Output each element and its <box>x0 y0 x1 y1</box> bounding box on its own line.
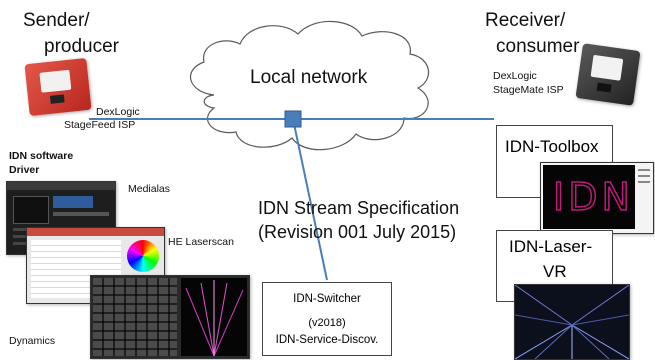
spec-title-line1: IDN Stream Specification <box>258 198 460 218</box>
sender-subtitle: producer <box>44 36 119 57</box>
idn-switcher-box: IDN-Switcher (v2018) IDN-Service-Discov. <box>262 282 392 356</box>
he-laserscan-label: HE Laserscan <box>168 236 234 248</box>
network-cloud <box>189 20 429 151</box>
dynamics-label: Dynamics <box>9 335 56 347</box>
stagefeed-label-line2: StageFeed ISP <box>64 119 136 131</box>
stagefeed-device-image <box>24 57 92 117</box>
sender-title: Sender/ <box>23 10 90 31</box>
switcher-line2: (v2018) <box>308 317 346 329</box>
receiver-title: Receiver/ <box>485 10 566 31</box>
laservr-line1: IDN-Laser- <box>509 237 593 256</box>
toolbox-label: IDN-Toolbox <box>505 137 599 156</box>
software-heading-line2: Driver <box>9 164 40 176</box>
stagemate-label-line1: DexLogic <box>493 70 537 82</box>
medialas-label: Medialas <box>128 183 171 195</box>
switcher-line1: IDN-Switcher <box>293 293 361 305</box>
idn-laser-vr-screenshot <box>514 284 630 360</box>
dynamics-screenshot <box>90 275 250 359</box>
network-node <box>284 110 302 128</box>
idn-toolbox-screenshot: IDN <box>540 162 654 234</box>
laservr-line2: VR <box>543 262 567 281</box>
spec-title-line2: (Revision 001 July 2015) <box>258 222 457 242</box>
stagemate-device-image <box>575 43 641 106</box>
laser-vr-beams <box>515 285 629 359</box>
stagemate-label-line2: StageMate ISP <box>493 84 564 96</box>
software-heading-line1: IDN software <box>9 150 74 162</box>
switcher-line3: IDN-Service-Discov. <box>275 334 379 346</box>
dynamics-laser-beams <box>185 280 244 356</box>
spec-connector-line <box>292 118 328 281</box>
stagefeed-label-line1: DexLogic <box>96 106 140 118</box>
network-label: Local network <box>250 67 368 88</box>
idn-logo-text: IDN <box>552 174 634 220</box>
receiver-subtitle: consumer <box>496 36 580 57</box>
medialas-screenshot <box>6 181 116 255</box>
